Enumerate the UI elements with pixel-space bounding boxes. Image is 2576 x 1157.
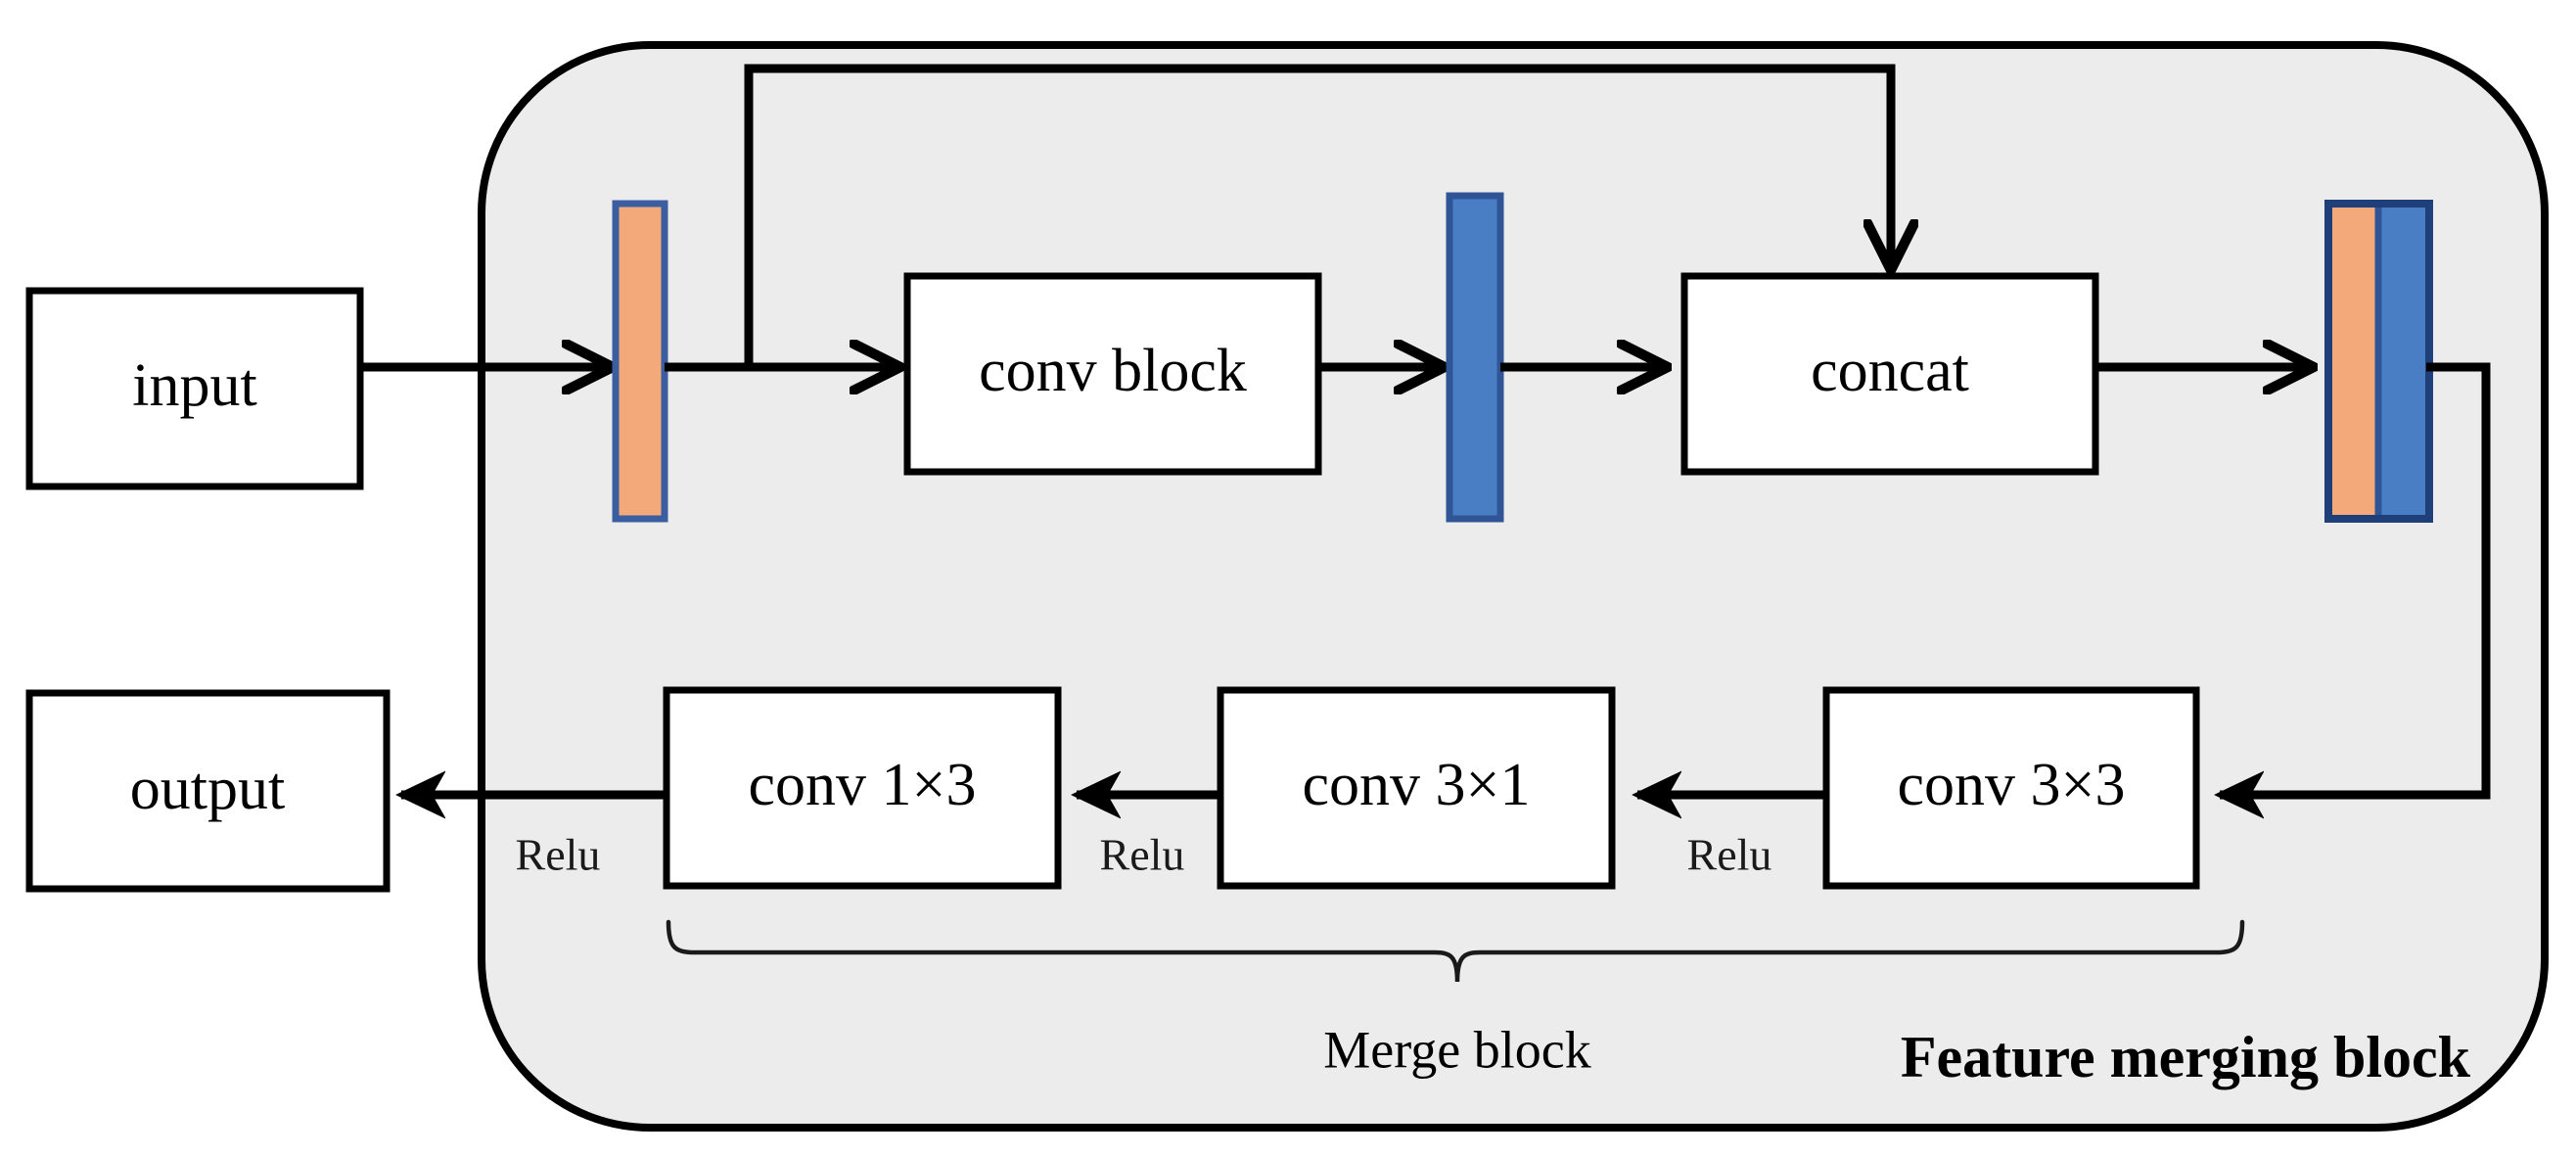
- concat-label: concat: [1811, 338, 1969, 404]
- relu-label-3: Relu: [1687, 830, 1772, 880]
- concat-feature-map-group: [2324, 200, 2433, 523]
- feature-merging-block-panel: [478, 41, 2549, 1132]
- conv-1x3-label: conv 1×3: [749, 752, 977, 818]
- skip-connection-path: [744, 64, 1891, 367]
- concat-blue-feature-map: [2374, 200, 2433, 523]
- conv-1x3-box[interactable]: [663, 686, 1062, 890]
- relu-label-1: Relu: [516, 830, 601, 880]
- input-label: input: [132, 352, 256, 419]
- conv-block-box[interactable]: [903, 272, 1322, 476]
- edge-concat-map-to-conv3x3: [2220, 362, 2491, 795]
- blue-feature-map: [1446, 192, 1504, 523]
- output-box[interactable]: [25, 689, 391, 893]
- concat-box[interactable]: [1680, 272, 2099, 476]
- conv-3x1-label: conv 3×1: [1303, 752, 1531, 818]
- output-label: output: [130, 756, 285, 822]
- merge-block-label: Merge block: [1323, 1020, 1590, 1079]
- conv-block-label: conv block: [979, 338, 1247, 404]
- conv-3x3-label: conv 3×3: [1898, 752, 2126, 818]
- concat-feature-map-outline: [2324, 200, 2433, 523]
- conv-3x3-box[interactable]: [1822, 686, 2200, 890]
- feature-merging-block-title: Feature merging block: [1901, 1025, 2471, 1089]
- relu-label-2: Relu: [1100, 830, 1185, 880]
- orange-feature-map: [612, 200, 668, 523]
- conv-3x1-box[interactable]: [1217, 686, 1616, 890]
- merge-block-brace: [666, 919, 2245, 983]
- concat-orange-feature-map: [2324, 200, 2383, 523]
- input-box[interactable]: [25, 287, 364, 490]
